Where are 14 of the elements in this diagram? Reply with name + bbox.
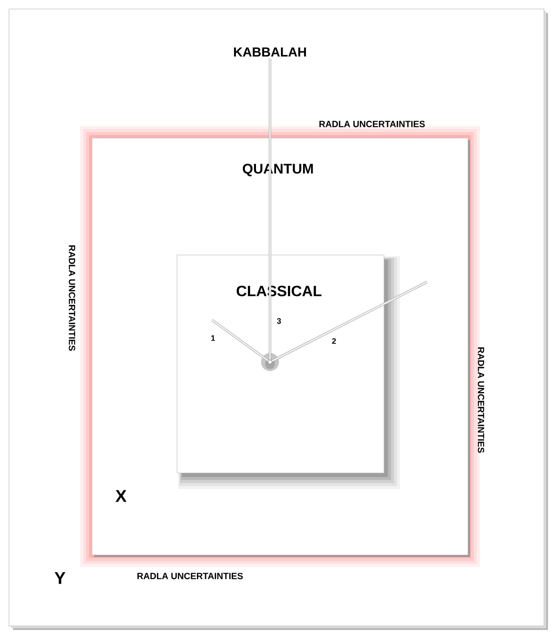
edge-label: 2 [332,338,336,344]
clock-hand [268,58,272,360]
axis-letter: Y [54,572,66,584]
side-label: RADLA UNCERTAINTIES [68,245,76,351]
edge-label: 3 [276,318,281,324]
clock-hand [211,319,269,362]
clock-hand [271,280,428,362]
heading-text: KABBALAH [234,48,306,56]
pivot-dot [261,353,279,371]
side-label: RADLA UNCERTAINTIES [137,572,243,580]
side-label: RADLA UNCERTAINTIES [478,347,484,453]
axis-letter: X [116,490,127,502]
side-label: RADLA UNCERTAINTIES [319,120,425,128]
edge-label: 1 [211,335,215,341]
